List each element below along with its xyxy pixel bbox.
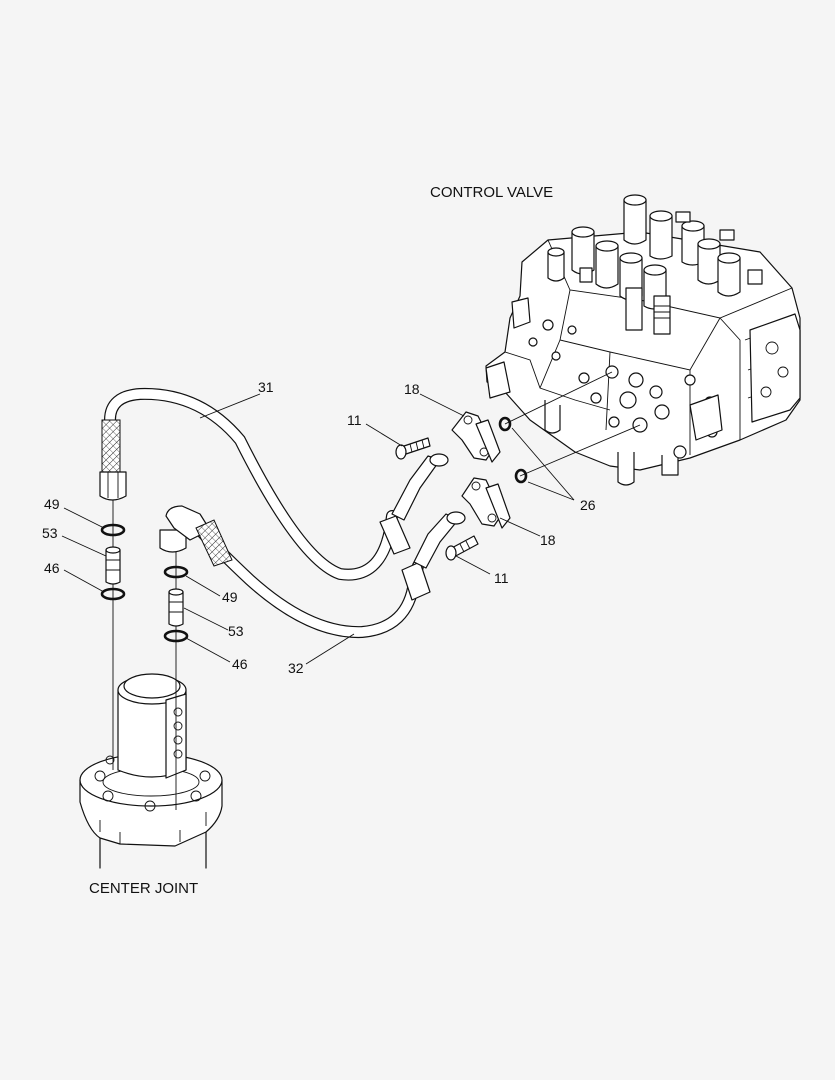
o-ring-49-left xyxy=(100,523,126,537)
hose-32-nut xyxy=(159,529,187,553)
callout-46-left: 46 xyxy=(44,560,60,576)
hose-32 xyxy=(159,505,466,639)
hose-31 xyxy=(99,387,449,581)
callout-18-lower: 18 xyxy=(540,532,556,548)
hose-32-braid-guard xyxy=(195,519,233,567)
assembly-centerlines xyxy=(112,371,641,810)
valve-port-holes xyxy=(528,319,718,459)
o-ring-26-upper xyxy=(498,416,512,432)
hose-31-nut xyxy=(99,471,127,501)
callout-11-lower: 11 xyxy=(494,570,509,586)
split-flange-lower xyxy=(461,477,511,529)
callout-32: 32 xyxy=(288,660,304,676)
o-ring-46-left xyxy=(100,587,126,601)
hose-31-ferrule xyxy=(379,515,411,555)
callout-46-right: 46 xyxy=(232,656,248,672)
bolt-upper xyxy=(395,437,431,460)
leader-lines xyxy=(61,393,575,665)
center-joint xyxy=(79,673,223,869)
o-ring-49-right xyxy=(163,565,189,579)
callout-numbers: 31 18 11 26 18 11 49 53 46 49 53 46 32 xyxy=(42,379,596,676)
callout-49-left: 49 xyxy=(44,496,60,512)
o-ring-46-right xyxy=(163,629,189,643)
callout-49-right: 49 xyxy=(222,589,238,605)
callout-31: 31 xyxy=(258,379,274,395)
split-flange-upper xyxy=(451,411,501,463)
hose-31-braid-guard xyxy=(101,419,121,473)
bolt-lower xyxy=(445,535,479,561)
control-valve-label: CONTROL VALVE xyxy=(430,184,553,201)
callout-18-upper: 18 xyxy=(404,381,420,397)
connector-53-left xyxy=(105,546,121,585)
callout-53-right: 53 xyxy=(228,623,244,639)
valve-spool-caps xyxy=(547,194,763,335)
callout-53-left: 53 xyxy=(42,525,58,541)
o-ring-26-lower xyxy=(514,468,528,484)
callout-26: 26 xyxy=(580,497,596,513)
callout-11-upper: 11 xyxy=(347,412,362,428)
connector-53-right xyxy=(168,588,184,627)
hose-32-ferrule xyxy=(401,561,431,601)
center-joint-label: CENTER JOINT xyxy=(89,880,198,897)
control-valve xyxy=(485,194,801,486)
